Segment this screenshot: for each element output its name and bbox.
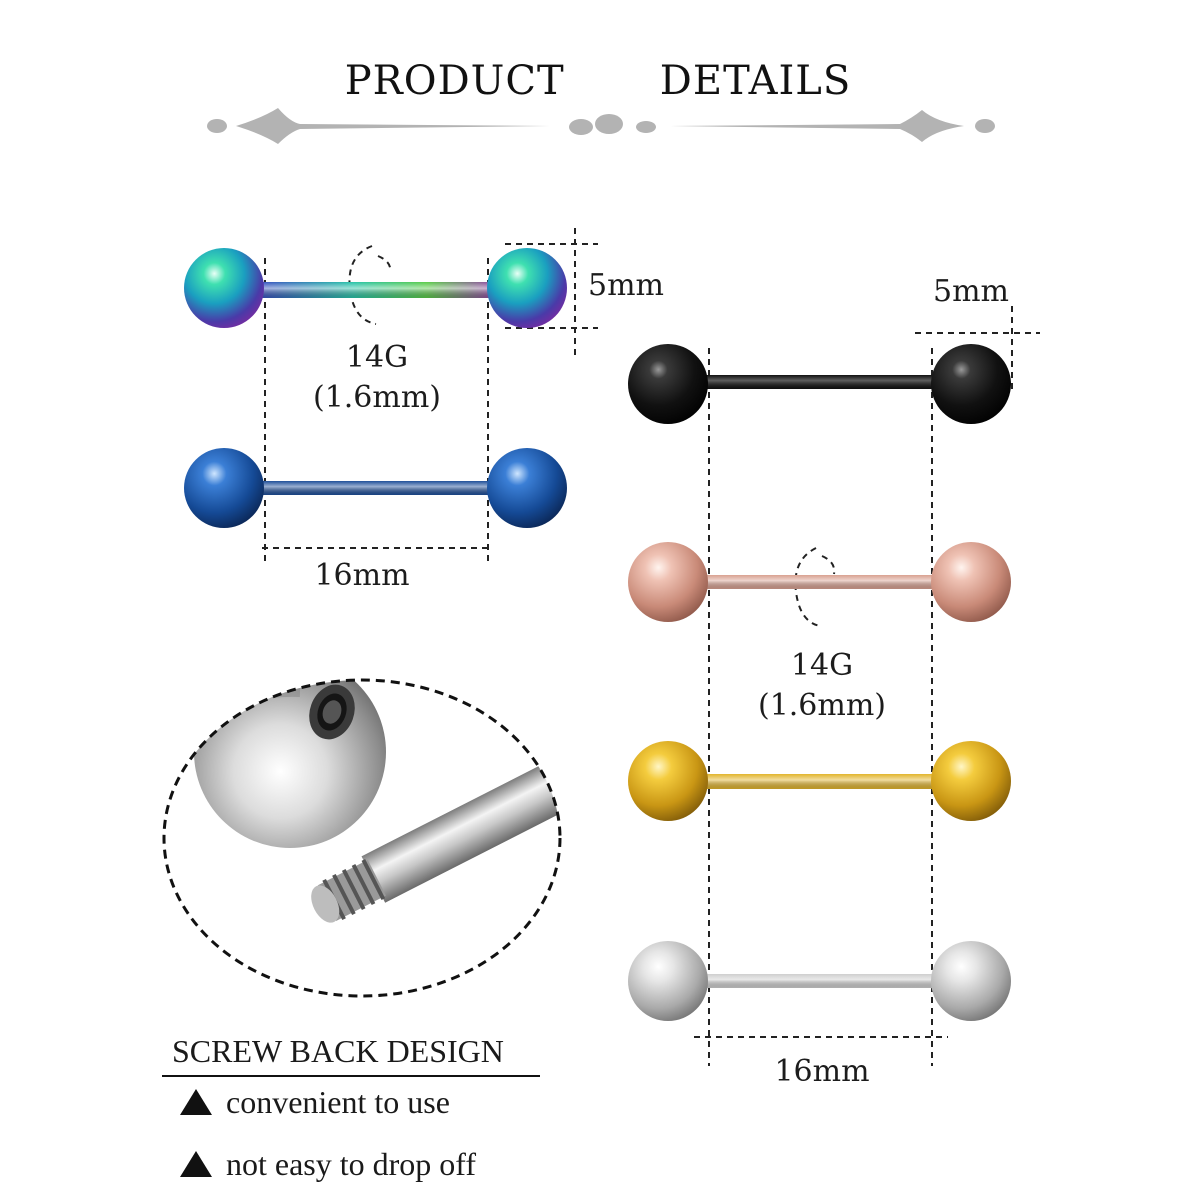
right-gauge-ring-icon [794,547,836,627]
left-gauge-ring-icon [348,245,392,325]
black-barbell [628,344,1011,424]
triangle-bullet-icon [180,1151,212,1177]
right-gauge-label: 14G [790,648,854,683]
screw-back-detail [162,678,562,998]
left-dimension-guides [262,228,598,565]
blue-barbell [184,448,567,528]
right-dimension-guides [694,306,1040,1066]
right-ball-size-label: 5mm [933,274,1009,309]
feature-item: not easy to drop off [180,1146,476,1183]
right-gauge-mm-label: (1.6mm) [757,688,886,723]
left-ball-size-label: 5mm [588,268,664,303]
left-gauge-mm-label: (1.6mm) [312,380,441,415]
feature-item: convenient to use [180,1084,450,1121]
feature-text: convenient to use [226,1084,450,1120]
right-length-label: 16mm [774,1054,870,1089]
screw-back-heading: SCREW BACK DESIGN [172,1033,504,1069]
silver-barbell [628,941,1011,1021]
title-ornament [207,108,995,144]
page-title: PRODUCT DETAILS [344,58,852,104]
triangle-bullet-icon [180,1089,212,1115]
left-gauge-label: 14G [345,340,409,375]
gold-barbell [628,741,1011,821]
feature-text: not easy to drop off [226,1146,477,1182]
rose-gold-barbell [628,542,1011,622]
rainbow-barbell [184,248,567,328]
left-length-label: 16mm [314,558,410,593]
